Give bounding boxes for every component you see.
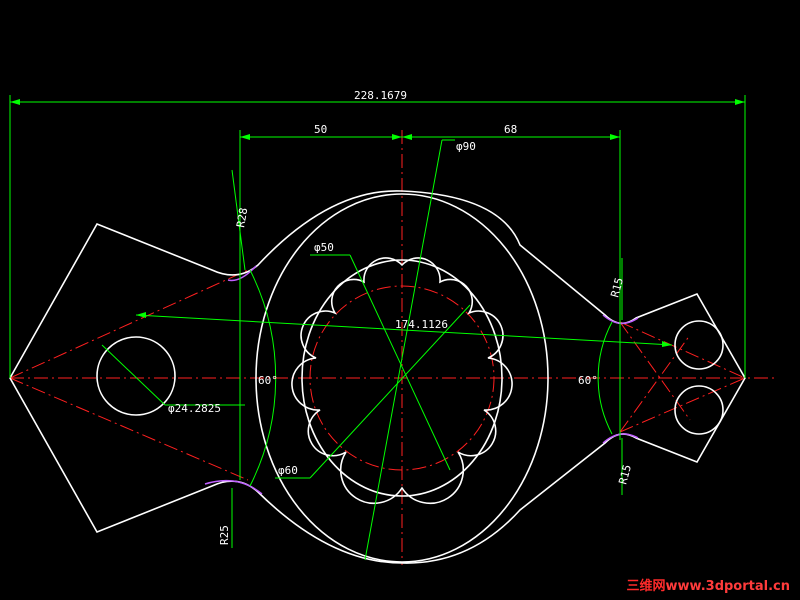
r15-bottom-label: R15 <box>616 463 634 486</box>
phi50-leader-diag <box>349 254 451 471</box>
r25-label: R25 <box>218 525 231 545</box>
tangent-marker-top-left <box>227 265 257 282</box>
phi24-label: φ24.2825 <box>168 402 221 415</box>
main-body-outline <box>9 190 746 564</box>
dimension-lines <box>9 95 746 561</box>
right-cross-line-b <box>619 334 691 433</box>
angle-arc-right <box>597 321 613 435</box>
centerlines <box>9 130 775 565</box>
r28-leader <box>231 169 246 271</box>
inner-bore <box>301 259 503 497</box>
left-offset-label: 50 <box>314 123 327 136</box>
angle-left-label: 60° <box>258 374 278 387</box>
angle-right-label: 60° <box>578 374 598 387</box>
dimension-texts: 228.1679 50 68 φ90 φ50 φ60 φ24.2825 174.… <box>168 89 634 545</box>
right-lower-construction-line <box>619 377 746 433</box>
right-upper-construction-line <box>619 321 746 379</box>
arrow-center-left <box>136 312 146 318</box>
outer-ring <box>255 193 549 563</box>
right-cross-line-a <box>619 321 691 421</box>
right-offset-label: 68 <box>504 123 517 136</box>
phi24-leader <box>101 344 166 406</box>
part-outline <box>9 190 746 564</box>
overall-width-label: 228.1679 <box>354 89 407 102</box>
right-upper-hole <box>674 320 724 370</box>
watermark: 三维网www.3dportal.cn <box>627 575 791 594</box>
arrowheads <box>10 99 745 347</box>
arrow-offset-mid-left <box>392 134 402 140</box>
phi60-label: φ60 <box>278 464 298 477</box>
scalloped-inner-profile <box>291 257 513 505</box>
r15-top-label: R15 <box>608 276 626 299</box>
phi60-leader-diag <box>309 304 471 479</box>
left-lower-construction-line <box>9 377 249 481</box>
r28-label: R28 <box>234 207 250 229</box>
tangent-marker-bottom-left <box>204 479 263 495</box>
left-upper-construction-line <box>9 269 249 379</box>
left-hole <box>96 336 176 416</box>
arrow-offset-mid-right <box>402 134 412 140</box>
watermark-cn: 三维网 <box>626 579 666 594</box>
arrow-overall-left <box>10 99 20 105</box>
phi90-leader <box>364 139 443 561</box>
phi90-label: φ90 <box>456 140 476 153</box>
arrow-center-right <box>662 341 672 347</box>
arrow-offset-right <box>610 134 620 140</box>
phi60-centerline-circle <box>309 285 495 471</box>
center-distance-label: 174.1126 <box>395 318 448 331</box>
center-distance-line <box>135 314 673 346</box>
right-lower-hole <box>674 385 724 435</box>
arrow-offset-left <box>240 134 250 140</box>
watermark-url: www.3dportal.cn <box>665 579 790 594</box>
phi50-label: φ50 <box>314 241 334 254</box>
angle-arc-left <box>249 269 277 487</box>
arrow-overall-right <box>735 99 745 105</box>
